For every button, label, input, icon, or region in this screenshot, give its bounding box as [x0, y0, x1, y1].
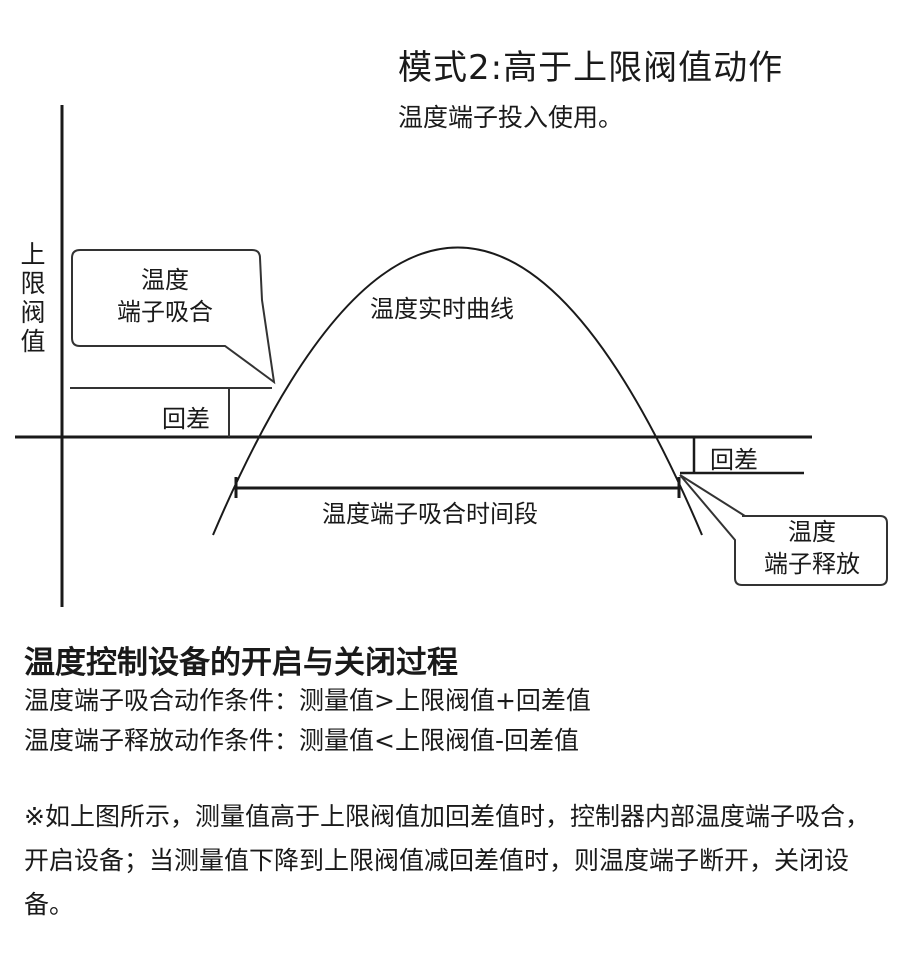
callout-close-line1: 温度: [141, 266, 189, 294]
curve-label: 温度实时曲线: [370, 295, 514, 323]
explanation-note: ※如上图所示，测量值高于上限阀值加回差值时，控制器内部温度端子吸合，开启设备；当…: [24, 802, 870, 919]
condition-close: 温度端子吸合动作条件：测量值>上限阀值+回差值: [24, 686, 591, 715]
callout-close-line2: 端子吸合: [117, 298, 213, 326]
callout-release-line1: 温度: [788, 518, 836, 546]
callout-release-bubble: [679, 474, 888, 586]
condition-release: 温度端子释放动作条件：测量值<上限阀值-回差值: [24, 726, 579, 755]
callout-close-text: 温度 端子吸合: [78, 264, 252, 328]
hysteresis-left-label: 回差: [162, 405, 210, 433]
diagram-title: 模式2:高于上限阀值动作: [398, 48, 784, 88]
temperature-curve: [212, 246, 703, 536]
callout-release-line2: 端子释放: [764, 550, 860, 578]
hysteresis-right-label: 回差: [710, 446, 758, 474]
section-title: 温度控制设备的开启与关闭过程: [24, 645, 458, 681]
callout-release-text: 温度 端子释放: [740, 516, 884, 580]
diagram-subtitle: 温度端子投入使用。: [398, 103, 624, 132]
y-axis-label: 上限阀值: [20, 240, 46, 356]
period-label: 温度端子吸合时间段: [322, 500, 538, 528]
callout-close-bubble: [71, 249, 276, 385]
